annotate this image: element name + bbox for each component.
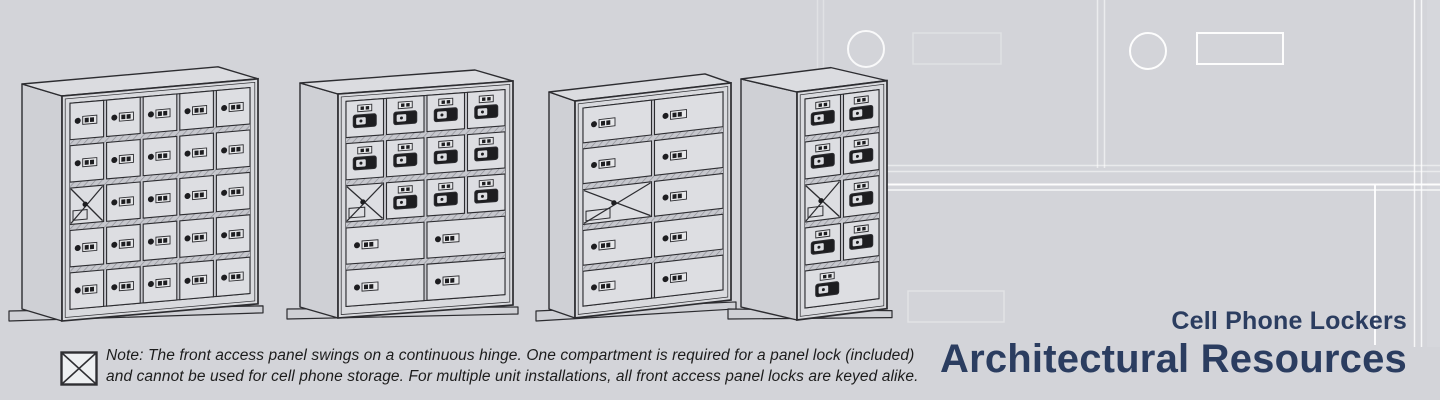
note-text: Note: The front access panel swings on a… bbox=[106, 346, 919, 387]
locker-door bbox=[653, 172, 724, 217]
floorplan-fixture-rect bbox=[912, 32, 1002, 65]
locker-10-door bbox=[535, 73, 737, 322]
note-line-2: and cannot be used for cell phone storag… bbox=[106, 367, 919, 385]
floorplan-edge-band bbox=[1427, 0, 1440, 347]
locker-door bbox=[345, 221, 425, 265]
locker-door bbox=[653, 91, 724, 136]
floorplan-column-circle bbox=[847, 30, 885, 68]
locker-door bbox=[653, 132, 724, 177]
title-block: Cell Phone Lockers Architectural Resourc… bbox=[940, 306, 1407, 382]
locker-16-door bbox=[286, 69, 519, 320]
locker-10-door-front bbox=[574, 82, 732, 319]
locker-25-door bbox=[8, 66, 264, 322]
company-title: Architectural Resources bbox=[939, 337, 1407, 381]
panel-lock-icon bbox=[60, 351, 98, 386]
locker-door bbox=[653, 213, 724, 258]
floorplan-column-circle bbox=[1129, 32, 1167, 70]
floorplan-fixture-rect bbox=[907, 290, 1005, 323]
locker-door bbox=[582, 262, 653, 307]
product-line-title: Cell Phone Lockers bbox=[1171, 307, 1407, 335]
installation-note: Note: The front access panel swings on a… bbox=[60, 346, 919, 387]
locker-25-door-front bbox=[61, 77, 259, 322]
locker-door bbox=[345, 263, 425, 307]
locker-door bbox=[582, 221, 653, 266]
locker-door bbox=[653, 254, 724, 299]
locker-9-door bbox=[727, 66, 893, 321]
floorplan-fixture-rect bbox=[1196, 32, 1284, 65]
locker-door bbox=[582, 140, 653, 185]
locker-door bbox=[426, 257, 506, 301]
note-line-1: Note: The front access panel swings on a… bbox=[106, 347, 915, 364]
locker-9-door-front bbox=[796, 79, 888, 321]
locker-door bbox=[582, 99, 653, 144]
locker-door bbox=[426, 215, 506, 259]
locker-16-door-front bbox=[337, 80, 514, 319]
